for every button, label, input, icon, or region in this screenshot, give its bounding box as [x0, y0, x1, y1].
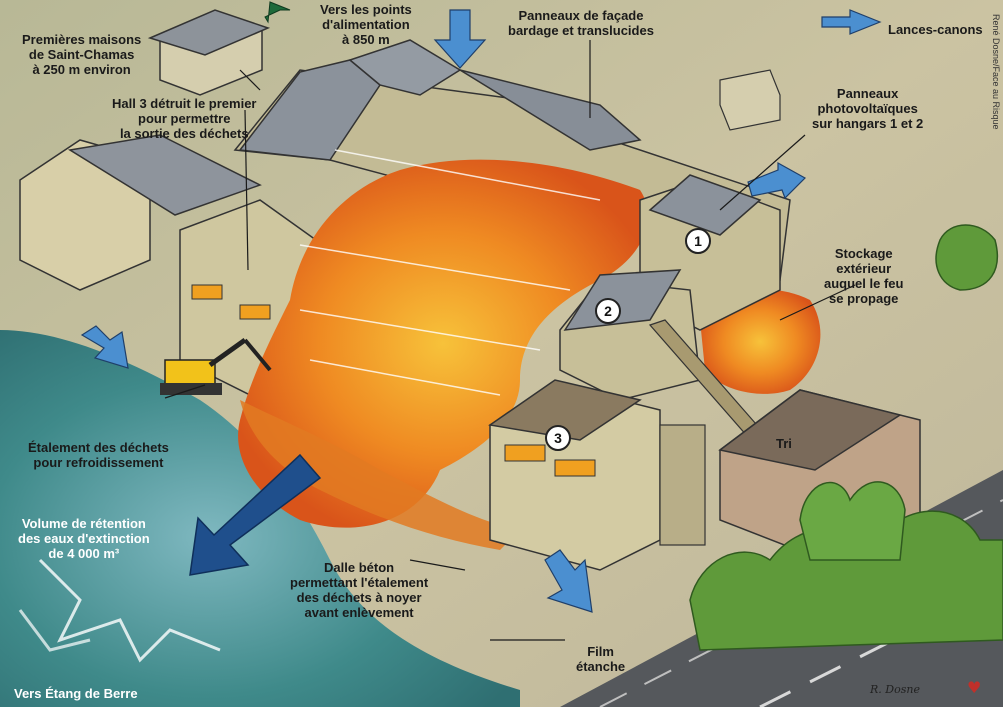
label-facade-panels: Panneaux de façade bardage et translucid…	[508, 8, 654, 38]
label-hall3: Hall 3 détruit le premier pour permettre…	[112, 96, 257, 141]
excavator	[164, 359, 216, 386]
label-outdoor-storage: Stockage extérieur auquel le feu se prop…	[824, 246, 904, 306]
heart-icon: ♥	[967, 678, 982, 697]
label-film: Film étanche	[576, 644, 626, 674]
label-cannons: Lances-canons	[888, 22, 983, 37]
label-to-lake: Vers Étang de Berre	[14, 686, 138, 701]
hangar-number-2: 2	[595, 298, 621, 324]
credit-text: René Dosne/Face au Risque	[991, 14, 1001, 130]
drain-arrow	[189, 453, 322, 576]
signature: R. Dosne	[870, 683, 920, 696]
label-first-houses: Premières maisons de Saint-Chamas à 250 …	[22, 32, 142, 77]
hangar-number-1: 1	[685, 228, 711, 254]
label-water-points: Vers les points d'alimentation à 850 m	[320, 2, 412, 47]
label-retention: Volume de rétention des eaux d'extinctio…	[18, 516, 150, 561]
label-concrete-slab: Dalle béton permettant l'étalement des d…	[290, 560, 429, 620]
hangar-number-3: 3	[545, 425, 571, 451]
label-spreading: Étalement des déchets pour refroidisseme…	[28, 440, 169, 470]
north-arrow	[264, 1, 291, 24]
label-sorting: Tri	[776, 436, 792, 451]
leader-lines	[164, 40, 856, 641]
cannon-arrows	[80, 9, 882, 613]
label-solar-panels: Panneaux photovoltaïques sur hangars 1 e…	[812, 86, 924, 131]
